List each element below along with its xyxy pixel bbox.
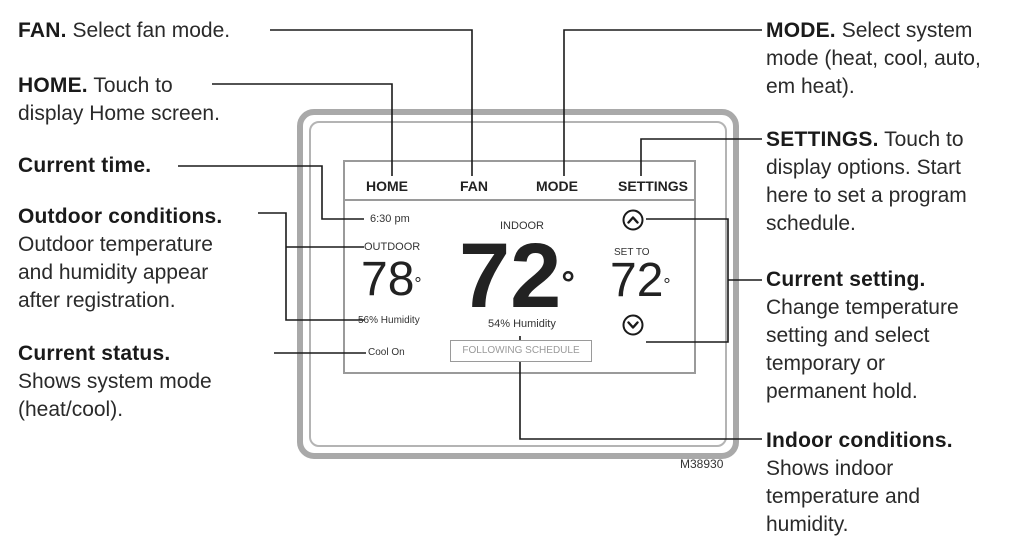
callout-indoor-title: Indoor conditions.: [766, 429, 953, 452]
callout-setting-line2: setting and select: [766, 324, 930, 347]
callout-status-line2: (heat/cool).: [18, 398, 124, 421]
callout-time: Current time.: [18, 152, 151, 180]
callout-outdoor-line2: and humidity appear: [18, 261, 209, 284]
callout-fan-text: Select fan mode.: [72, 19, 231, 42]
indoor-label: INDOOR: [500, 220, 544, 232]
outdoor-humidity: 56% Humidity: [358, 315, 420, 326]
following-schedule-button[interactable]: FOLLOWING SCHEDULE: [450, 340, 592, 362]
callout-setting-line3: temporary or: [766, 352, 886, 375]
callout-home-text-2: display Home screen.: [18, 102, 220, 125]
callout-home-title: HOME.: [18, 74, 88, 97]
chevron-up-icon: [622, 209, 644, 231]
callout-home-text: Touch to: [93, 74, 173, 97]
outdoor-temp-value: 78: [361, 253, 415, 306]
callout-settings-text: Touch to: [884, 128, 964, 151]
callout-mode-text: Select system: [841, 19, 973, 42]
callout-home: HOME. Touch to display Home screen.: [18, 72, 220, 128]
nav-mode-button[interactable]: MODE: [536, 178, 578, 194]
callout-setting-title: Current setting.: [766, 268, 926, 291]
callout-outdoor-line3: after registration.: [18, 289, 176, 312]
callout-status-line1: Shows system mode: [18, 370, 212, 393]
callout-settings: SETTINGS. Touch to display options. Star…: [766, 126, 967, 238]
set-temp-value: 72: [610, 254, 664, 307]
temperature-down-button[interactable]: [622, 314, 644, 336]
set-temperature: 72°: [610, 254, 671, 308]
callout-fan-title: FAN.: [18, 19, 67, 42]
status-text: Cool On: [368, 347, 405, 358]
callout-mode-line2: mode (heat, cool, auto,: [766, 47, 981, 70]
indoor-temp-value: 72: [459, 225, 562, 327]
outdoor-label: OUTDOOR: [364, 241, 421, 253]
figure-id: M38930: [680, 457, 724, 471]
chevron-down-icon: [622, 314, 644, 336]
callout-indoor-line1: Shows indoor: [766, 457, 894, 480]
callout-indoor-line2: temperature and: [766, 485, 921, 508]
callout-fan: FAN. Select fan mode.: [18, 17, 230, 45]
callout-mode: MODE. Select system mode (heat, cool, au…: [766, 17, 981, 101]
callout-mode-line3: em heat).: [766, 75, 855, 98]
callout-mode-title: MODE.: [766, 19, 836, 42]
callout-current-setting: Current setting. Change temperature sett…: [766, 266, 959, 406]
callout-settings-line4: schedule.: [766, 212, 856, 235]
callout-status: Current status. Shows system mode (heat/…: [18, 340, 212, 424]
nav-fan-button[interactable]: FAN: [460, 178, 488, 194]
current-time: 6:30 pm: [370, 213, 410, 225]
callout-settings-title: SETTINGS.: [766, 128, 879, 151]
callout-outdoor: Outdoor conditions. Outdoor temperature …: [18, 203, 222, 315]
callout-outdoor-title: Outdoor conditions.: [18, 205, 223, 228]
callout-setting-line4: permanent hold.: [766, 380, 918, 403]
outdoor-temperature: 78°: [361, 253, 422, 307]
set-to-label: SET TO: [614, 247, 650, 258]
indoor-humidity: 54% Humidity: [488, 318, 556, 330]
indoor-degree: °: [561, 265, 575, 303]
callout-settings-line2: display options. Start: [766, 156, 961, 179]
callout-indoor-line3: humidity.: [766, 513, 849, 536]
nav-home-button[interactable]: HOME: [366, 178, 408, 194]
callout-outdoor-line1: Outdoor temperature: [18, 233, 213, 256]
temperature-up-button[interactable]: [622, 209, 644, 231]
nav-settings-button[interactable]: SETTINGS: [618, 178, 689, 194]
callout-status-title: Current status.: [18, 342, 171, 365]
set-degree: °: [663, 275, 671, 295]
callout-time-title: Current time.: [18, 154, 152, 177]
callout-setting-line1: Change temperature: [766, 296, 959, 319]
callout-settings-line3: here to set a program: [766, 184, 967, 207]
indoor-temperature: 72°: [459, 228, 575, 324]
outdoor-degree: °: [414, 274, 422, 294]
callout-indoor: Indoor conditions. Shows indoor temperat…: [766, 427, 953, 539]
